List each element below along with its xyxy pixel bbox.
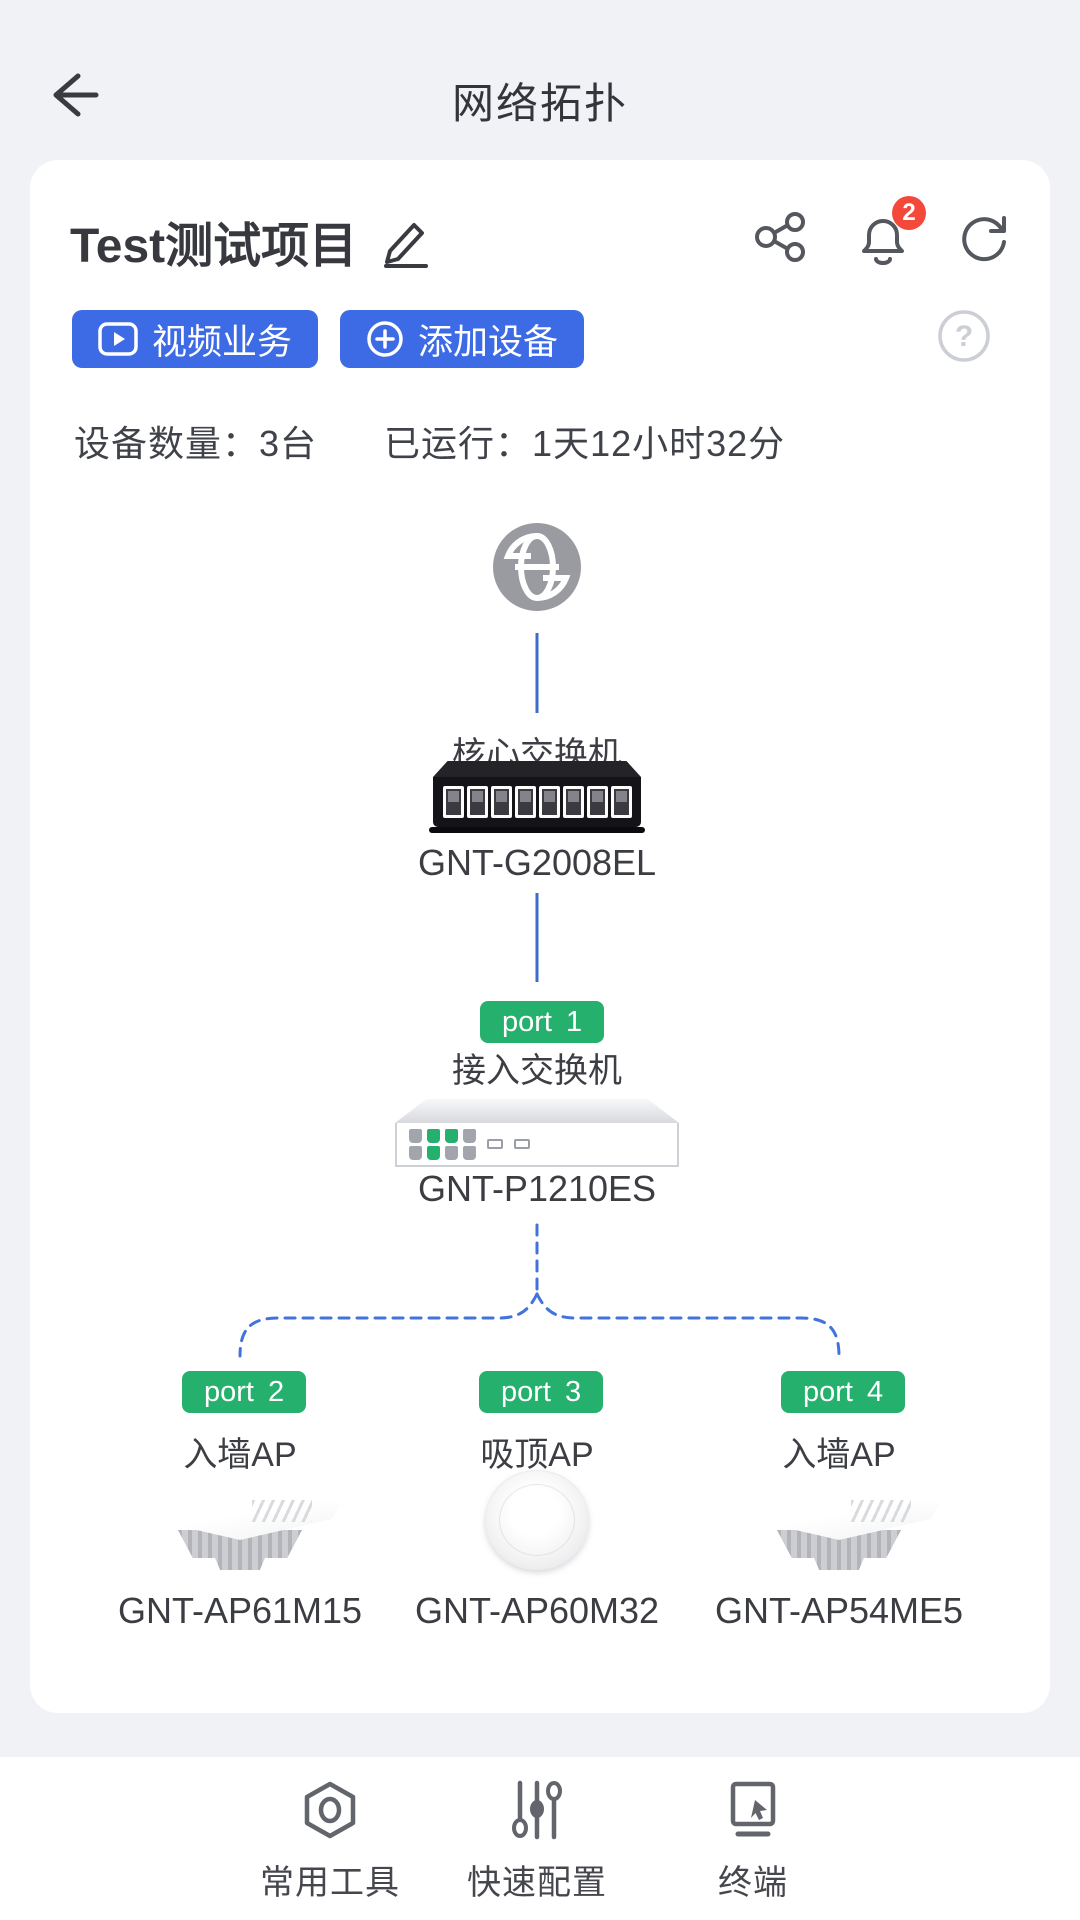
notification-badge: 2 <box>892 196 926 230</box>
question-mark-icon: ? <box>938 310 990 362</box>
access-switch-image-top <box>395 1099 679 1123</box>
terminal-monitor-icon <box>730 1781 776 1837</box>
bottom-nav: 常用工具 快速配置 终端 <box>0 1757 1080 1920</box>
core-switch-image <box>433 777 641 827</box>
sliders-icon <box>512 1780 562 1840</box>
nav-label-quick-config: 快速配置 <box>467 1864 607 1902</box>
edit-pencil-icon[interactable] <box>380 213 432 269</box>
hexagon-tool-icon <box>304 1781 356 1839</box>
globe-icon <box>493 523 581 611</box>
plus-circle-icon <box>367 321 403 357</box>
notification-button[interactable]: 2 <box>854 196 926 266</box>
add-device-button[interactable]: 添加设备 <box>340 310 585 368</box>
wall-ap-2-node[interactable] <box>739 1478 939 1574</box>
port-1-badge: port 1 <box>480 1001 605 1043</box>
core-switch-image-top <box>433 761 641 777</box>
port-2-badge: port 2 <box>182 1371 307 1413</box>
internet-node[interactable] <box>493 523 581 611</box>
nav-item-terminal[interactable]: 终端 <box>643 1775 863 1904</box>
help-button[interactable]: ? <box>936 308 992 364</box>
wall-ap-2-vents <box>851 1500 911 1522</box>
access-switch-model: GNT-P1210ES <box>417 1168 657 1209</box>
nav-label-terminal: 终端 <box>718 1864 788 1902</box>
nav-item-quick-config[interactable]: 快速配置 <box>427 1775 647 1904</box>
wall-ap-1-model: GNT-AP61M15 <box>117 1590 363 1631</box>
video-icon <box>98 322 138 356</box>
share-icon <box>755 212 805 262</box>
core-switch-node[interactable] <box>429 761 645 833</box>
back-arrow-icon <box>53 73 99 117</box>
project-row: Test测试项目 2 <box>70 196 1014 273</box>
access-switch-image <box>395 1123 679 1167</box>
core-switch-image-base <box>429 827 645 833</box>
nav-item-tools[interactable]: 常用工具 <box>220 1775 440 1904</box>
project-name: Test测试项目 <box>70 220 358 273</box>
port-4-badge: port 4 <box>781 1371 906 1413</box>
access-switch-node[interactable] <box>395 1099 679 1167</box>
ceiling-ap-model: GNT-AP60M32 <box>414 1590 660 1631</box>
wall-ap-2-label: 入墙AP <box>782 1436 896 1474</box>
bell-icon <box>862 219 904 265</box>
add-device-label: 添加设备 <box>418 322 559 362</box>
device-count: 设备数量：3台 <box>74 423 318 464</box>
core-switch-model: GNT-G2008EL <box>417 842 657 883</box>
port-3-badge: port 3 <box>479 1371 604 1413</box>
uptime: 已运行：1天12小时32分 <box>384 423 786 464</box>
wall-ap-1-node[interactable] <box>140 1478 340 1574</box>
wall-ap-1-label: 入墙AP <box>183 1436 297 1474</box>
page-title: 网络拓扑 <box>451 80 628 127</box>
nav-label-tools: 常用工具 <box>260 1864 400 1902</box>
svg-text:?: ? <box>955 320 973 353</box>
ceiling-ap-label: 吸顶AP <box>480 1436 594 1474</box>
wall-ap-2-model: GNT-AP54ME5 <box>714 1590 964 1631</box>
topology-card: Test测试项目 2 <box>30 160 1050 1713</box>
wall-ap-1-vents <box>252 1500 312 1522</box>
share-button[interactable] <box>752 208 810 266</box>
video-service-button[interactable]: 视频业务 <box>72 310 319 368</box>
back-button[interactable] <box>38 62 104 128</box>
stats-row: 设备数量：3台 已运行：1天12小时32分 <box>74 415 841 467</box>
access-switch-label: 接入交换机 <box>452 1052 622 1090</box>
refresh-button[interactable] <box>956 208 1014 266</box>
refresh-icon <box>962 216 1006 262</box>
video-service-label: 视频业务 <box>152 322 293 362</box>
ceiling-ap-node[interactable] <box>485 1470 589 1570</box>
